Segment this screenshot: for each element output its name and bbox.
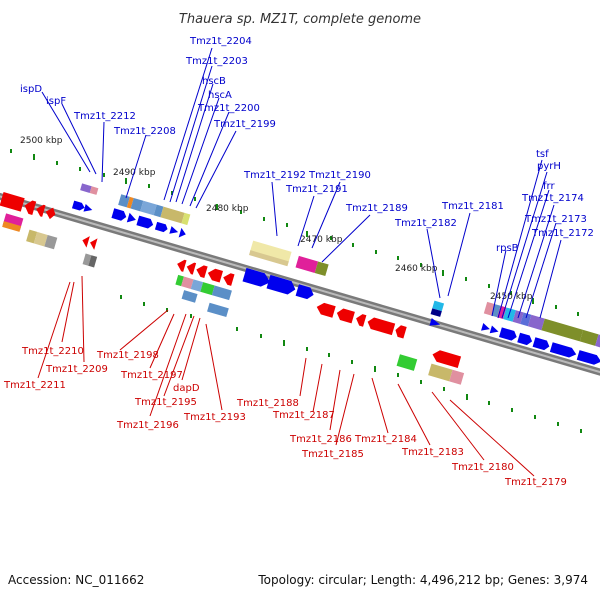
gene-label-tsf: tsf (536, 149, 549, 160)
gene-label-tmz1t-2198: Tmz1t_2198 (96, 350, 159, 361)
gene-label-tmz1t-2184: Tmz1t_2184 (354, 434, 417, 445)
gene-label-frr: frr (543, 181, 555, 192)
gene-label-tmz1t-2180: Tmz1t_2180 (451, 462, 514, 473)
gene-label-tmz1t-2192: Tmz1t_2192 (243, 170, 306, 181)
gene-label-tmz1t-2208: Tmz1t_2208 (113, 126, 176, 137)
gene-label-tmz1t-2188: Tmz1t_2188 (236, 398, 299, 409)
gene-label-tmz1t-2183: Tmz1t_2183 (401, 447, 464, 458)
genome-backbone (0, 192, 600, 376)
gene-label-hscB: hscB (202, 76, 226, 87)
outer-tick-track (10, 149, 579, 316)
gene-label-tmz1t-2185: Tmz1t_2185 (301, 449, 364, 460)
cog-blocks (2, 183, 600, 385)
scale-label: 2460 kbp (395, 264, 438, 274)
gene-label-tmz1t-2200: Tmz1t_2200 (197, 103, 260, 114)
gene-label-tmz1t-2191: Tmz1t_2191 (285, 184, 348, 195)
gene-label-tmz1t-2204: Tmz1t_2204 (189, 36, 252, 47)
map-title: Thauera sp. MZ1T, complete genome (179, 12, 421, 27)
gene-label-tmz1t-2179: Tmz1t_2179 (504, 477, 567, 488)
gene-label-tmz1t-2174: Tmz1t_2174 (521, 193, 584, 204)
reverse-callout-lines (37, 275, 535, 477)
gene-label-ispD: ispD (20, 84, 42, 95)
gene-label-tmz1t-2196: Tmz1t_2196 (116, 420, 179, 431)
reverse-strand-genes (0, 192, 462, 368)
gene-label-tmz1t-2211: Tmz1t_2211 (3, 380, 66, 391)
reverse-gene-labels: Tmz1t_2210 Tmz1t_2209 Tmz1t_2211 Tmz1t_2… (3, 346, 567, 488)
scale-label: 2450 kbp (490, 292, 533, 302)
scale-label: 2500 kbp (20, 136, 63, 146)
inner-tick-track (120, 295, 582, 433)
gene-label-tmz1t-2210: Tmz1t_2210 (21, 346, 84, 357)
scale-label: 2470 kbp (300, 235, 343, 245)
gene-label-tmz1t-2209: Tmz1t_2209 (45, 364, 108, 375)
gene-label-dapD: dapD (173, 383, 200, 394)
forward-strand-genes (71, 200, 600, 365)
gene-label-tmz1t-2172: Tmz1t_2172 (531, 228, 594, 239)
gene-label-tmz1t-2187: Tmz1t_2187 (272, 410, 335, 421)
gene-label-tmz1t-2203: Tmz1t_2203 (185, 56, 248, 67)
gene-label-tmz1t-2195: Tmz1t_2195 (134, 397, 197, 408)
gene-label-tmz1t-2199: Tmz1t_2199 (213, 119, 276, 130)
gene-label-pyrH: pyrH (537, 161, 561, 172)
gene-label-ispF: ispF (46, 96, 66, 107)
forward-gene-labels: ispD ispF Tmz1t_2212 Tmz1t_2208 Tmz1t_22… (20, 36, 594, 254)
gene-label-hscA: hscA (208, 90, 232, 101)
gene-label-tmz1t-2186: Tmz1t_2186 (289, 434, 352, 445)
gene-label-tmz1t-2197: Tmz1t_2197 (120, 370, 183, 381)
gene-label-tmz1t-2189: Tmz1t_2189 (345, 203, 408, 214)
forward-callout-lines (41, 47, 562, 319)
gene-label-tmz1t-2173: Tmz1t_2173 (524, 214, 587, 225)
accession-text: Accession: NC_011662 (8, 573, 145, 587)
gene-label-rpsB: rpsB (496, 243, 519, 254)
scale-label: 2480 kbp (206, 204, 249, 214)
gene-label-tmz1t-2212: Tmz1t_2212 (73, 111, 136, 122)
gene-label-tmz1t-2182: Tmz1t_2182 (394, 218, 457, 229)
gene-label-tmz1t-2190: Tmz1t_2190 (308, 170, 371, 181)
topology-text: Topology: circular; Length: 4,496,212 bp… (258, 573, 588, 587)
gene-label-tmz1t-2181: Tmz1t_2181 (441, 201, 504, 212)
gene-label-tmz1t-2193: Tmz1t_2193 (183, 412, 246, 423)
